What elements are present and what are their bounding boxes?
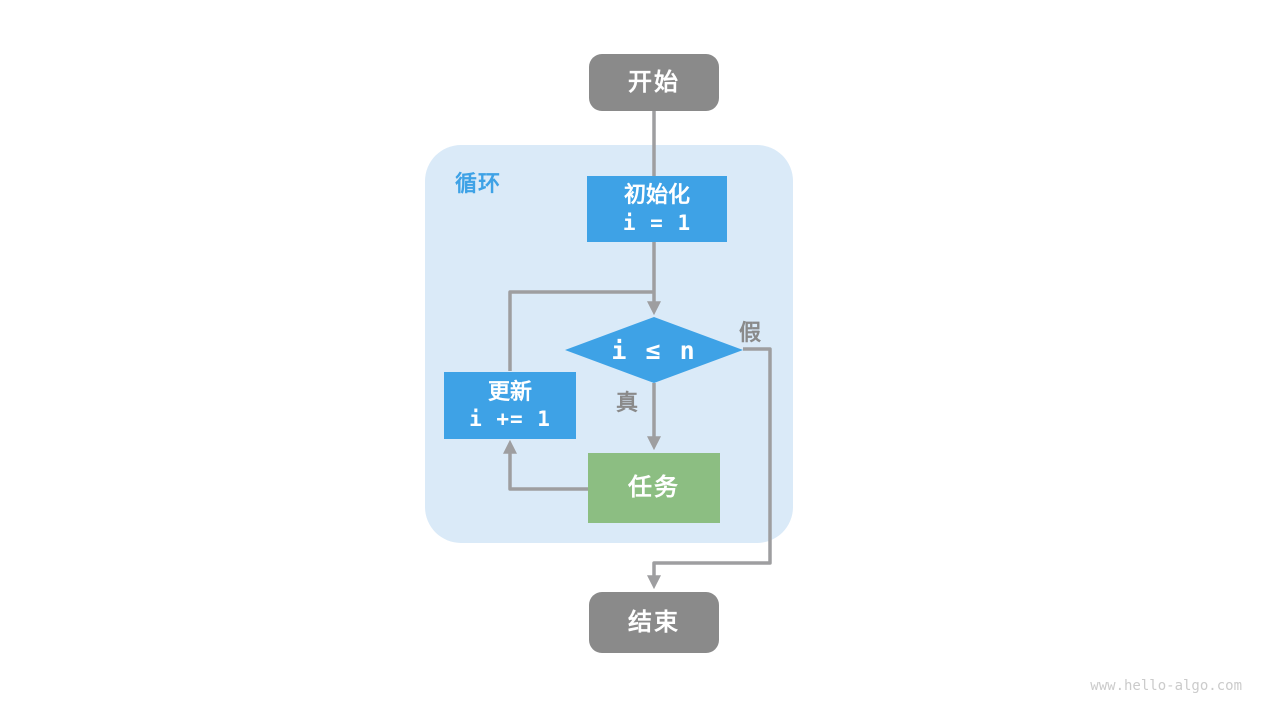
update-process-box: 更新 i += 1 xyxy=(444,372,576,439)
loop-label: 循环 xyxy=(455,171,502,196)
start-node: 开始 xyxy=(589,54,719,111)
start-node-label: 开始 xyxy=(628,68,680,96)
edge-update-to-condition xyxy=(508,290,654,371)
diamond-shape xyxy=(565,317,743,383)
update-title: 更新 xyxy=(487,378,532,404)
edge-task-to-update xyxy=(503,439,588,491)
task-process-box: 任务 xyxy=(588,453,720,523)
condition-code: i ≤ n xyxy=(611,335,697,365)
task-label: 任务 xyxy=(628,474,680,502)
end-node: 结束 xyxy=(589,592,719,653)
false-branch-label: 假 xyxy=(739,320,762,345)
condition-diamond: i ≤ n xyxy=(565,317,743,383)
init-code: i = 1 xyxy=(622,210,692,235)
edge-condition-to-end xyxy=(647,347,772,590)
end-node-label: 结束 xyxy=(628,608,680,636)
init-process-box: 初始化 i = 1 xyxy=(587,176,727,242)
watermark: www.hello-algo.com xyxy=(1090,678,1242,694)
true-branch-label: 真 xyxy=(616,390,639,415)
init-title: 初始化 xyxy=(623,182,690,208)
update-code: i += 1 xyxy=(469,407,551,432)
